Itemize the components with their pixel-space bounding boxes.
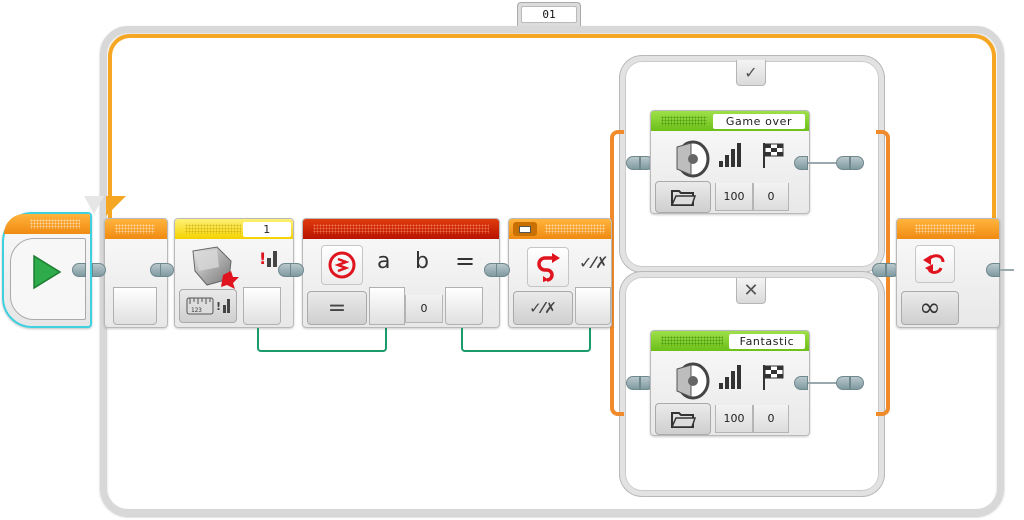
switch-plug-out[interactable] bbox=[872, 263, 886, 277]
param-a-input[interactable] bbox=[369, 287, 405, 325]
compare-icon-tile bbox=[321, 245, 363, 285]
sequence-plug-in[interactable] bbox=[290, 263, 304, 277]
infinity-icon: ∞ bbox=[919, 293, 941, 323]
sound-mode-selector[interactable] bbox=[655, 181, 711, 213]
bumped-output-icon: ! bbox=[259, 249, 267, 268]
switch-rail-left bbox=[610, 130, 624, 416]
volume-icon bbox=[719, 143, 741, 167]
play-type-value[interactable]: 0 bbox=[767, 190, 775, 203]
case-plug-out[interactable] bbox=[836, 376, 850, 390]
play-type-input[interactable]: 0 bbox=[753, 405, 789, 433]
svg-text:123: 123 bbox=[191, 307, 202, 314]
sequence-plug-in[interactable] bbox=[496, 263, 510, 277]
loop-name-tab[interactable]: 01 bbox=[517, 2, 581, 26]
play-icon[interactable] bbox=[32, 254, 62, 290]
compare-mode-symbol: = bbox=[327, 295, 347, 321]
checkered-flag-icon bbox=[763, 365, 784, 390]
result-label: = bbox=[455, 247, 476, 275]
case-plug-out[interactable] bbox=[850, 156, 864, 170]
loop-entry-block[interactable] bbox=[104, 218, 168, 328]
case-plug-in[interactable] bbox=[626, 156, 640, 170]
switch-mode-selector[interactable]: ✓⁄✗ bbox=[513, 291, 573, 325]
sequence-wire bbox=[808, 162, 838, 164]
compare-block[interactable]: a b = = 0 bbox=[302, 218, 500, 328]
sound-block-game-over[interactable]: Game over 100 0 bbox=[650, 110, 810, 214]
loop-sequence-wire bbox=[108, 34, 996, 234]
state-output-slot[interactable] bbox=[243, 287, 281, 325]
bumped-output-bars bbox=[267, 251, 277, 267]
play-type-value[interactable]: 0 bbox=[767, 412, 775, 425]
loop-interrupt-tile bbox=[915, 245, 955, 283]
switch-block[interactable]: ✓⁄✗ ✓⁄✗ bbox=[508, 218, 612, 328]
data-wire[interactable] bbox=[257, 328, 387, 352]
volume-icon bbox=[719, 365, 741, 389]
sequence-plug-out[interactable] bbox=[794, 156, 808, 170]
sequence-plug-out[interactable] bbox=[794, 376, 808, 390]
speaker-icon bbox=[676, 362, 710, 400]
switch-view-toggle[interactable] bbox=[513, 222, 537, 236]
x-icon: ✕ bbox=[743, 280, 759, 301]
folder-icon bbox=[670, 412, 696, 428]
compare-mode-selector[interactable]: = bbox=[307, 291, 367, 325]
loop-return-arrow bbox=[84, 196, 104, 214]
loop-mode-selector[interactable]: ∞ bbox=[901, 291, 959, 325]
param-b-label: b bbox=[415, 249, 429, 274]
case-plug-out[interactable] bbox=[850, 376, 864, 390]
param-b-value[interactable]: 0 bbox=[420, 302, 428, 315]
case-tab-false[interactable]: ✕ bbox=[736, 278, 766, 304]
logic-icon: ✓⁄✗ bbox=[529, 299, 557, 317]
case-plug-out[interactable] bbox=[836, 156, 850, 170]
data-wire[interactable] bbox=[461, 328, 591, 352]
volume-input[interactable]: 100 bbox=[715, 183, 753, 211]
speaker-icon bbox=[676, 140, 710, 178]
sound-file-name[interactable]: Fantastic bbox=[729, 334, 805, 349]
switch-icon-tile bbox=[527, 247, 569, 287]
loop-plug-out[interactable] bbox=[986, 263, 1000, 277]
loop-index-output[interactable] bbox=[113, 287, 157, 325]
sensor-mode-selector[interactable]: 123 ! bbox=[179, 289, 237, 323]
loop-interrupt-icon bbox=[923, 254, 945, 274]
touch-sensor-icon bbox=[192, 246, 239, 289]
case-plug-in[interactable] bbox=[626, 376, 640, 390]
play-type-input[interactable]: 0 bbox=[753, 183, 789, 211]
measure-state-icon: 123 bbox=[186, 297, 214, 315]
sequence-plug-out[interactable] bbox=[72, 263, 86, 277]
sequence-wire-end bbox=[1000, 269, 1014, 271]
volume-value[interactable]: 100 bbox=[723, 190, 745, 203]
case-tab-true[interactable]: ✓ bbox=[736, 60, 766, 86]
logic-output-label: ✓⁄✗ bbox=[579, 253, 609, 272]
touch-sensor-block[interactable]: 1 ! 123 ! bbox=[174, 218, 294, 328]
sound-mode-selector[interactable] bbox=[655, 403, 711, 435]
param-b-input[interactable]: 0 bbox=[405, 295, 443, 323]
sequence-plug-in[interactable] bbox=[160, 263, 174, 277]
folder-icon bbox=[670, 190, 696, 206]
switch-icon bbox=[537, 253, 560, 282]
sound-block-fantastic[interactable]: Fantastic 100 0 bbox=[650, 330, 810, 436]
volume-input[interactable]: 100 bbox=[715, 405, 753, 433]
start-block[interactable] bbox=[2, 212, 92, 328]
sequence-wire bbox=[808, 382, 838, 384]
checkered-flag-icon bbox=[763, 143, 784, 168]
check-icon: ✓ bbox=[744, 63, 758, 82]
param-a-label: a bbox=[377, 249, 391, 274]
loop-name[interactable]: 01 bbox=[521, 6, 577, 23]
loop-end-block[interactable]: ∞ bbox=[896, 218, 1000, 328]
logic-input-slot[interactable] bbox=[575, 287, 611, 325]
result-output-slot[interactable] bbox=[445, 287, 483, 325]
port-selector[interactable]: 1 bbox=[243, 222, 291, 237]
sequence-plug-in[interactable] bbox=[92, 263, 106, 277]
volume-value[interactable]: 100 bbox=[723, 412, 745, 425]
sound-file-name[interactable]: Game over bbox=[713, 114, 805, 129]
compare-icon bbox=[328, 251, 356, 279]
